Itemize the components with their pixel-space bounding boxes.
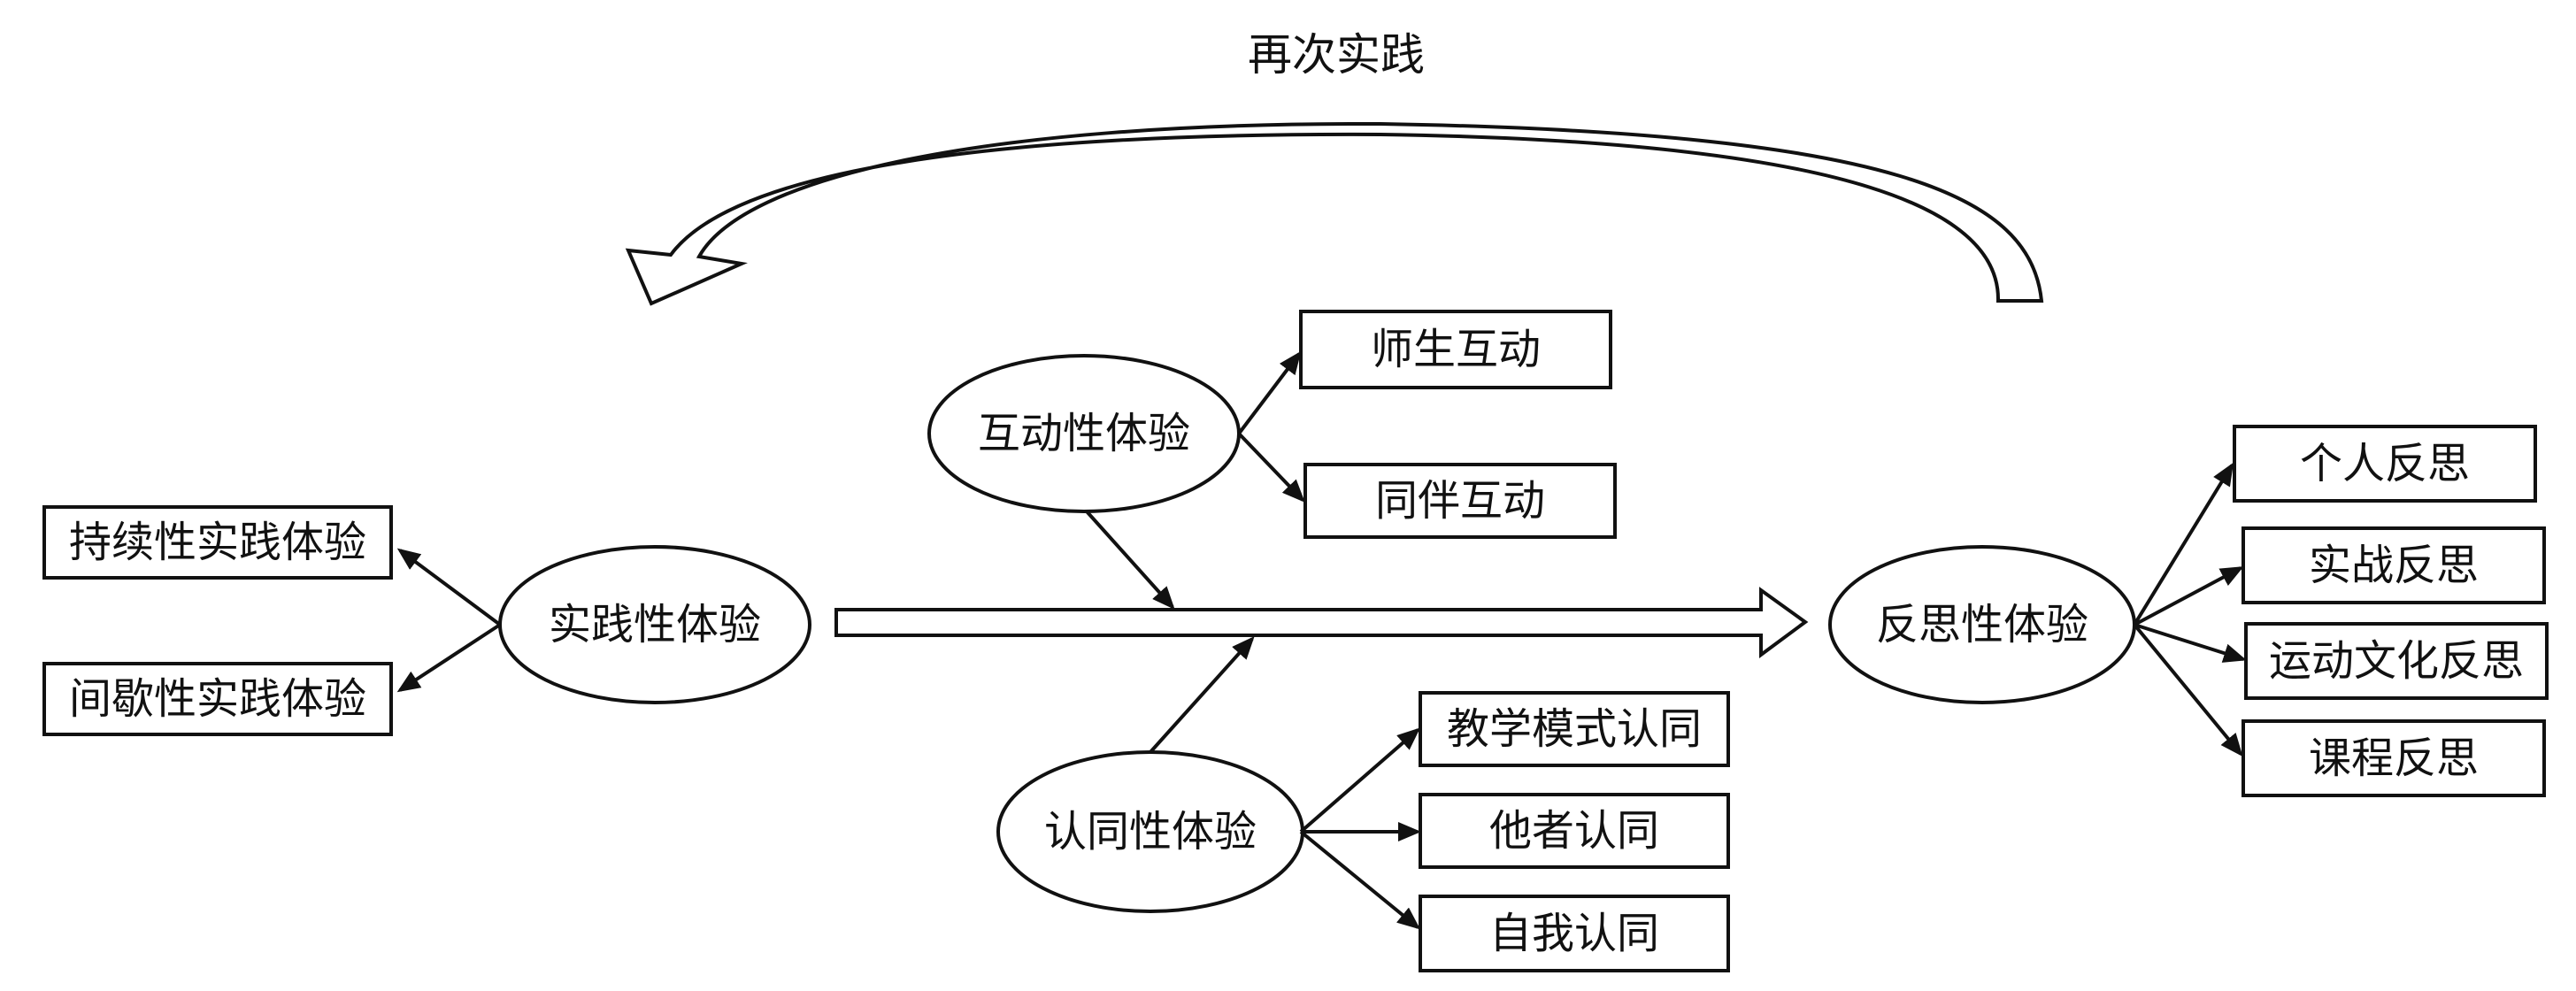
identity-item-others-label: 他者认同 (1489, 806, 1659, 856)
edge-practice-continuous (396, 548, 502, 626)
edge-interaction-peer (1237, 432, 1305, 503)
reflection-item-sports-culture-label: 运动文化反思 (2269, 636, 2524, 686)
identity-node-label: 认同性体验 (1044, 807, 1257, 857)
interaction-item-peer (1303, 463, 1617, 539)
practice-item-intermittent (42, 662, 393, 736)
identity-item-teaching-mode (1419, 691, 1730, 767)
practice-item-intermittent-label: 间歇性实践体验 (69, 674, 366, 724)
edge-interaction-main (1085, 510, 1175, 610)
reflection-item-personal (2233, 425, 2537, 503)
reflection-item-sports-culture (2244, 622, 2549, 700)
edge-reflection-curriculum (2133, 623, 2243, 757)
edge-identity-main (1149, 636, 1255, 754)
edge-reflection-sports-culture (2134, 623, 2247, 663)
identity-item-self (1419, 895, 1730, 972)
loop-label: 再次实践 (1248, 29, 1425, 81)
interaction-item-teacher-student-label: 师生互动 (1371, 325, 1541, 374)
reflection-item-curriculum (2242, 719, 2546, 797)
reflection-node-label: 反思性体验 (1876, 600, 2088, 649)
interaction-item-peer-label: 同伴互动 (1375, 476, 1545, 526)
edge-identity-teaching-mode (1299, 727, 1421, 834)
identity-item-teaching-mode-label: 教学模式认同 (1447, 704, 1702, 754)
edge-practice-intermittent (396, 623, 502, 693)
edge-interaction-teacher-student (1237, 350, 1302, 435)
identity-item-self-label: 自我认同 (1489, 909, 1659, 958)
interaction-item-teacher-student (1299, 310, 1612, 389)
edge-identity-self (1299, 830, 1421, 930)
edge-reflection-personal (2133, 462, 2234, 626)
main-flow-arrow (834, 587, 1809, 658)
reflection-item-combat-label: 实战反思 (2309, 541, 2479, 590)
practice-item-continuous (42, 505, 393, 580)
practice-node-label: 实践性体验 (549, 600, 761, 649)
reflection-item-personal-label: 个人反思 (2300, 439, 2470, 488)
interaction-node-label: 互动性体验 (978, 409, 1190, 458)
reflection-item-combat (2242, 526, 2546, 604)
reflection-item-curriculum-label: 课程反思 (2309, 734, 2479, 783)
practice-item-continuous-label: 持续性实践体验 (69, 518, 366, 567)
identity-item-others (1419, 793, 1730, 869)
loop-back-arrow (625, 121, 2044, 306)
edge-reflection-combat (2134, 566, 2244, 626)
